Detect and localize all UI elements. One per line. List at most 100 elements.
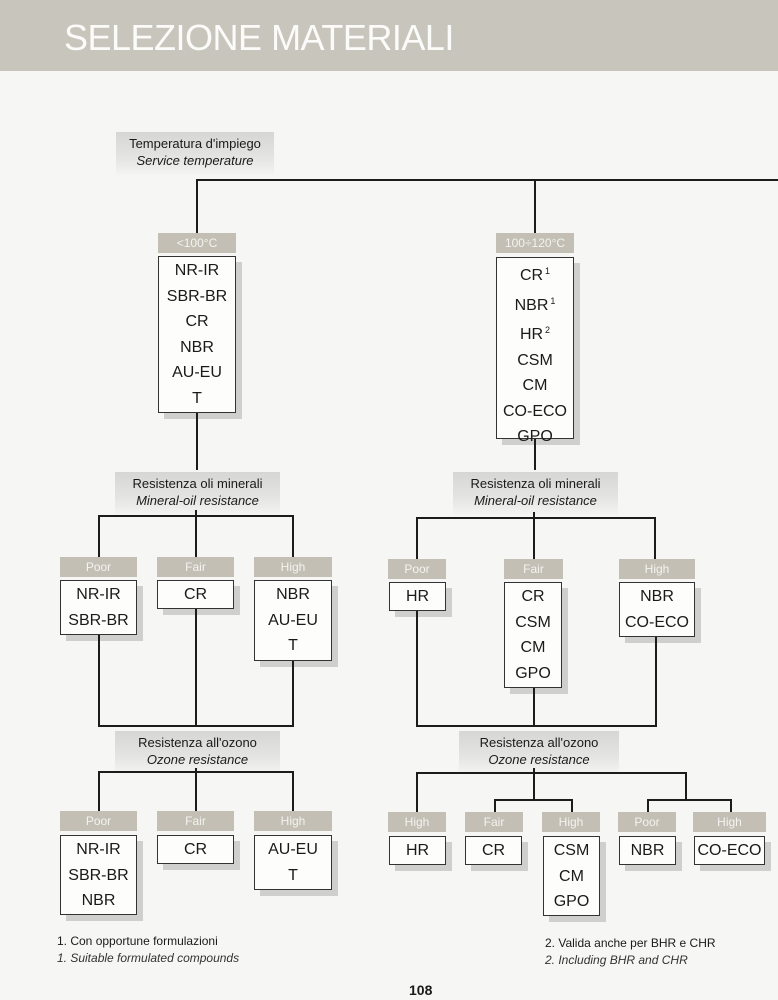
material: CR	[185, 313, 209, 330]
material: CM	[520, 639, 546, 656]
material: CR	[481, 842, 506, 859]
footnote-ref: 1	[550, 295, 556, 306]
material: NBR	[276, 586, 310, 603]
materials-box-low-temp: NR-IR SBR-BR CR NBR AU-EU T	[158, 256, 236, 413]
connector	[195, 768, 197, 811]
material: CO-ECO	[503, 402, 567, 420]
page-title: SELEZIONE MATERIALI	[64, 17, 454, 58]
connector	[494, 799, 573, 801]
material: AU-EU	[172, 364, 222, 381]
rating-tag-high: High	[619, 559, 695, 579]
material: GPO	[517, 428, 553, 445]
material: NR-IR	[174, 262, 220, 279]
rating-tag-fair: Fair	[504, 559, 563, 579]
oil-high-box: NBR AU-EU T	[254, 580, 332, 661]
material: HR	[405, 588, 430, 605]
connector	[571, 799, 573, 812]
label-en: Mineral-oil resistance	[474, 493, 597, 508]
connector	[195, 609, 197, 727]
connector	[730, 799, 732, 812]
material: AU-EU	[268, 611, 318, 629]
mineral-oil-label-right: Resistenza oli minerali Mineral-oil resi…	[453, 472, 618, 515]
material: CSM	[517, 351, 553, 369]
connector	[196, 179, 198, 233]
material: CO-ECO	[625, 613, 689, 631]
rating-tag-poor: Poor	[388, 559, 446, 579]
ozone-poor-box: NR-IR SBR-BR NBR	[60, 835, 137, 915]
material: T	[288, 637, 298, 654]
connector	[416, 772, 418, 812]
material: T	[288, 866, 298, 884]
material: CSM	[553, 842, 590, 859]
ozone-poor-box: NBR	[619, 836, 676, 865]
material: NBR	[81, 892, 116, 909]
connector	[534, 439, 536, 470]
material: GPO	[553, 893, 590, 910]
oil-poor-box: HR	[389, 582, 446, 611]
connector	[195, 510, 197, 557]
material: HR	[405, 842, 430, 859]
connector	[416, 725, 657, 727]
ozone-label-right: Resistenza all'ozono Ozone resistance	[459, 731, 619, 774]
material: AU-EU	[268, 841, 318, 858]
footnote-en: 2. Including BHR and CHR	[545, 953, 688, 967]
label-it: Resistenza oli minerali	[132, 476, 263, 491]
connector	[494, 799, 496, 812]
connector	[647, 799, 732, 801]
ozone-high-box: AU-EU T	[254, 835, 332, 890]
ozone-high-box-csm: CSM CM GPO	[543, 836, 600, 916]
page-header: SELEZIONE MATERIALI	[0, 0, 778, 71]
footnote-ref: 2	[545, 325, 551, 335]
connector	[416, 611, 418, 727]
material: NBR	[640, 588, 674, 605]
label-en: Ozone resistance	[146, 752, 249, 767]
rating-tag-fair: Fair	[465, 812, 523, 832]
connector	[416, 517, 656, 519]
connector	[533, 688, 535, 727]
connector	[98, 725, 294, 727]
material: T	[192, 389, 202, 407]
material: CR	[183, 586, 208, 603]
connector	[416, 772, 687, 774]
oil-fair-box: CR CSM CM GPO	[504, 582, 562, 688]
label-it: Resistenza all'ozono	[479, 735, 599, 750]
rating-tag-poor: Poor	[618, 812, 676, 832]
connector	[98, 515, 100, 557]
material: CSM	[515, 613, 551, 631]
connector	[533, 768, 535, 800]
connector	[292, 771, 294, 811]
connector	[98, 635, 100, 727]
footnote-1: 1. Con opportune formulazioni 1. Suitabl…	[57, 933, 239, 967]
material: CM	[522, 377, 548, 394]
material: CR	[521, 588, 545, 605]
material: NBR	[180, 338, 214, 356]
connector	[654, 517, 656, 559]
material: SBR-BR	[68, 611, 129, 629]
rating-tag-fair: Fair	[157, 811, 234, 831]
connector	[196, 413, 198, 470]
rating-tag-high: High	[388, 812, 446, 832]
footnote-ref: 1	[545, 266, 551, 276]
material: CM	[559, 867, 584, 885]
rating-tag-high: High	[542, 812, 600, 832]
connector	[98, 771, 100, 811]
connector	[534, 179, 536, 233]
connector	[416, 517, 418, 559]
footnote-2: 2. Valida anche per BHR e CHR 2. Includi…	[545, 935, 716, 969]
material: NBR	[630, 842, 665, 859]
rating-tag-high: High	[693, 812, 766, 832]
material: SBR-BR	[166, 287, 228, 305]
footnote-it: 1. Con opportune formulazioni	[57, 934, 218, 948]
page-number: 108	[409, 982, 433, 998]
mineral-oil-label-left: Resistenza oli minerali Mineral-oil resi…	[115, 472, 280, 515]
oil-fair-box: CR	[157, 580, 234, 609]
rating-tag-high: High	[254, 811, 332, 831]
connector	[196, 179, 778, 181]
material: CR	[183, 841, 208, 858]
footnote-en: 1. Suitable formulated compounds	[57, 951, 240, 965]
oil-poor-box: NR-IR SBR-BR	[60, 580, 137, 635]
material: SBR-BR	[68, 866, 129, 884]
ozone-high-box-coeco: CO-ECO	[694, 836, 765, 865]
